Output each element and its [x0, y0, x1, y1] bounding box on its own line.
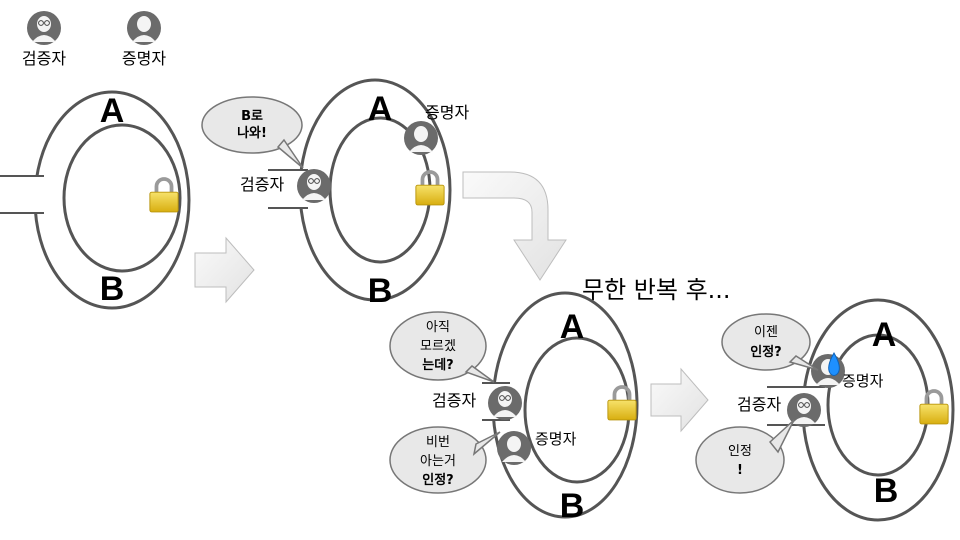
verifier-label: 검증자: [432, 391, 476, 410]
prover-label: 증명자: [425, 103, 469, 122]
door-label-b: B: [874, 472, 899, 510]
verifier-person-icon: [487, 385, 523, 421]
speech-bubble-tail: [768, 419, 795, 454]
door-label-b: B: [368, 272, 393, 310]
legend: 검증자 증명자: [22, 10, 166, 68]
padlock-icon: [148, 177, 180, 214]
arrow-right-icon: [194, 236, 255, 304]
bubble-line: 모르겠: [420, 339, 456, 354]
legend-prover-label: 증명자: [122, 49, 166, 68]
cave-panel-1: A B: [0, 90, 191, 310]
prover-label: 증명자: [842, 372, 884, 390]
bubble-line: B로: [241, 109, 263, 124]
verifier-label: 검증자: [737, 395, 781, 414]
speech-bubble-tail: [276, 138, 304, 169]
speech-bubble-tail: [472, 431, 501, 456]
cave-entrance-gap: [0, 176, 42, 213]
speech-bubble-tail: [464, 365, 495, 383]
bubble-line: 이젠: [754, 325, 778, 340]
padlock-icon: [606, 385, 638, 422]
bubble-line: 아는거: [420, 454, 456, 469]
arrow-curved-down-icon: [462, 171, 567, 281]
speech-bubble: [389, 426, 487, 494]
bubble-line: !: [737, 463, 743, 478]
bubble-line: 인정?: [750, 344, 781, 360]
speech-bubble-tail: [788, 355, 819, 371]
cave-panel-4: A B 증명자 검증자 이젠 인정? 인정 !: [695, 298, 955, 522]
bubble-line: 인정?: [422, 472, 453, 488]
door-label-a: A: [368, 90, 393, 128]
prover-person-icon: [127, 11, 161, 45]
cave-inner-wall: [826, 333, 930, 477]
prover-person-icon: [497, 431, 531, 465]
door-label-a: A: [100, 92, 125, 130]
verifier-person-icon: [296, 168, 332, 204]
door-label-b: B: [100, 270, 125, 308]
speech-bubble: [721, 313, 811, 371]
padlock-icon: [918, 389, 950, 426]
door-label-a: A: [560, 308, 585, 346]
bubble-line: 나와!: [237, 125, 267, 141]
arrow-right-icon: [650, 367, 709, 433]
cave-inner-wall: [62, 123, 182, 273]
bubble-line: 아직: [426, 320, 450, 335]
verifier-label: 검증자: [240, 175, 284, 194]
prover-label: 증명자: [535, 430, 577, 448]
bubble-line: 는데?: [422, 358, 453, 373]
bubble-line: 비번: [426, 435, 450, 450]
door-label-a: A: [872, 316, 897, 354]
legend-verifier-label: 검증자: [22, 49, 66, 68]
speech-bubble: [389, 311, 487, 381]
prover-person-icon: [811, 354, 845, 388]
cave-panel-2: A B 증명자 검증자 B로 나와!: [201, 78, 469, 310]
prover-person-icon: [404, 121, 438, 155]
bubble-line: 인정: [728, 444, 752, 459]
repeat-caption: 무한 반복 후...: [582, 276, 731, 304]
sweat-drop-icon: [828, 351, 840, 376]
cave-panel-3: A B 증명자 검증자 아직 모르겠 는데? 비번 아는거 인정?: [389, 291, 639, 525]
door-label-b: B: [560, 487, 585, 525]
speech-bubble: [201, 96, 303, 154]
speech-bubble: [695, 426, 785, 494]
verifier-person-icon: [26, 10, 62, 46]
